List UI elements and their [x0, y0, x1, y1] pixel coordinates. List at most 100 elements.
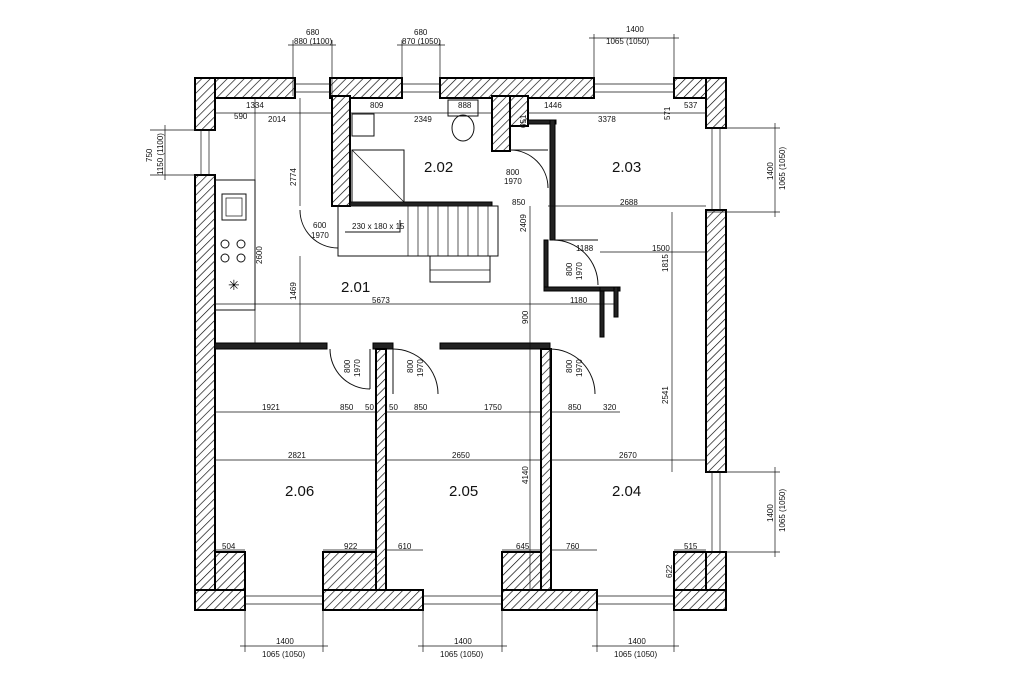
room-2-03: 2.03 — [612, 159, 641, 176]
door-stair-height: 1970 — [311, 231, 329, 240]
dimension-labels: 1334 590 2014 809 888 2349 1446 537 651 … — [222, 101, 698, 578]
wall-right-1 — [705, 77, 727, 129]
dim-537: 537 — [684, 101, 698, 110]
door-206-width: 800 — [343, 359, 352, 373]
dim-2821: 2821 — [288, 451, 306, 460]
win-top-mid-height: 870 (1050) — [402, 37, 441, 46]
door-203-height: 1970 — [575, 262, 584, 280]
dim-1500: 1500 — [652, 244, 670, 253]
win-bottom-right-height: 1065 (1050) — [614, 650, 657, 659]
win-right-lower-width: 1400 — [766, 504, 775, 522]
dim-2600: 2600 — [255, 246, 264, 264]
door-204-width: 800 — [565, 359, 574, 373]
dim-651: 651 — [519, 114, 528, 128]
wall-bottom-1 — [194, 589, 246, 611]
win-right-upper-height: 1065 (1050) — [778, 147, 787, 190]
wall-right-2 — [705, 209, 727, 473]
hob-burner-3 — [220, 253, 230, 263]
win-bottom-left-height: 1065 (1050) — [262, 650, 305, 659]
win-top-left-width: 680 — [306, 28, 320, 37]
room-2-06: 2.06 — [285, 483, 314, 500]
win-bottom-mid-height: 1065 (1050) — [440, 650, 483, 659]
wall-corr-2 — [543, 286, 601, 292]
dim-504: 504 — [222, 542, 236, 551]
wall-203-left — [509, 95, 529, 127]
dim-645: 645 — [516, 542, 530, 551]
dim-1469: 1469 — [289, 282, 298, 300]
window-glazing — [200, 83, 721, 605]
toilet-bowl — [451, 114, 475, 142]
dim-610: 610 — [398, 542, 412, 551]
dim-515: 515 — [684, 542, 698, 551]
wall-left-1 — [194, 77, 216, 131]
dim-922: 922 — [344, 542, 358, 551]
wall-corr-4 — [599, 286, 621, 292]
dim-2349: 2349 — [414, 115, 432, 124]
stair-spec: 230 x 180 x 15 — [352, 222, 405, 231]
win-bottom-mid-width: 1400 — [454, 637, 472, 646]
win-left-height: 1150 (1100) — [156, 133, 165, 175]
interior-walls — [214, 95, 621, 591]
bathroom-fixtures — [351, 99, 479, 203]
dim-2774: 2774 — [289, 168, 298, 186]
dim-1446: 1446 — [544, 101, 562, 110]
win-left-width: 750 — [145, 148, 154, 162]
wall-bath-right — [491, 95, 511, 152]
dim-850-205: 850 — [414, 403, 428, 412]
dim-850-top: 850 — [512, 198, 526, 207]
wall-bottom-2 — [322, 589, 424, 611]
wall-203-inner — [549, 119, 556, 241]
dim-760: 760 — [566, 542, 580, 551]
room-2-05: 2.05 — [449, 483, 478, 500]
kitchen-unit: ✳ — [214, 179, 256, 311]
wall-corridor-h1 — [214, 342, 328, 350]
wall-bottom-3 — [501, 589, 598, 611]
door-202-width: 800 — [506, 168, 520, 177]
wall-corr-3 — [599, 286, 605, 338]
dim-1334: 1334 — [246, 101, 264, 110]
shower — [351, 149, 405, 203]
dim-850-204: 850 — [568, 403, 582, 412]
dim-2650: 2650 — [452, 451, 470, 460]
wall-bottom-4 — [673, 589, 727, 611]
dimension-lines — [150, 34, 780, 652]
door-202-height: 1970 — [504, 177, 522, 186]
door-206-height: 1970 — [353, 359, 362, 377]
wall-left-2 — [194, 174, 216, 611]
dim-590: 590 — [234, 112, 248, 121]
dim-50-a: 50 — [365, 403, 374, 412]
dim-2014: 2014 — [268, 115, 286, 124]
door-205-height: 1970 — [416, 359, 425, 377]
wall-bath-bottom — [349, 201, 493, 207]
dim-1750: 1750 — [484, 403, 502, 412]
wall-corridor-h3 — [439, 342, 551, 350]
jamb-br — [673, 551, 707, 591]
wall-206-205-hatch — [375, 348, 387, 591]
staircase — [337, 205, 499, 283]
dim-1815: 1815 — [661, 254, 670, 272]
dim-900: 900 — [521, 310, 530, 324]
wall-corr-1 — [543, 239, 549, 291]
wall-corr-5 — [613, 286, 619, 318]
dim-2688: 2688 — [620, 198, 638, 207]
wall-203-step — [527, 119, 557, 125]
win-bottom-left-width: 1400 — [276, 637, 294, 646]
toilet — [447, 99, 479, 117]
dim-4140: 4140 — [521, 466, 530, 484]
dim-809: 809 — [370, 101, 384, 110]
wall-205-204-hatch — [540, 348, 552, 591]
dim-2670: 2670 — [619, 451, 637, 460]
win-bottom-right-width: 1400 — [628, 637, 646, 646]
dim-5673: 5673 — [372, 296, 390, 305]
jamb-bm1 — [322, 551, 384, 591]
door-205-width: 800 — [406, 359, 415, 373]
sink — [221, 193, 247, 221]
dim-50-b: 50 — [389, 403, 398, 412]
wall-bath-left — [331, 95, 351, 207]
dim-622: 622 — [665, 564, 674, 578]
door-204-height: 1970 — [575, 359, 584, 377]
hob-burner-1 — [220, 239, 230, 249]
fridge-icon: ✳ — [228, 277, 240, 293]
door-labels: 800 1970 600 1970 800 1970 800 1970 800 … — [311, 168, 584, 377]
dim-571: 571 — [663, 106, 672, 120]
